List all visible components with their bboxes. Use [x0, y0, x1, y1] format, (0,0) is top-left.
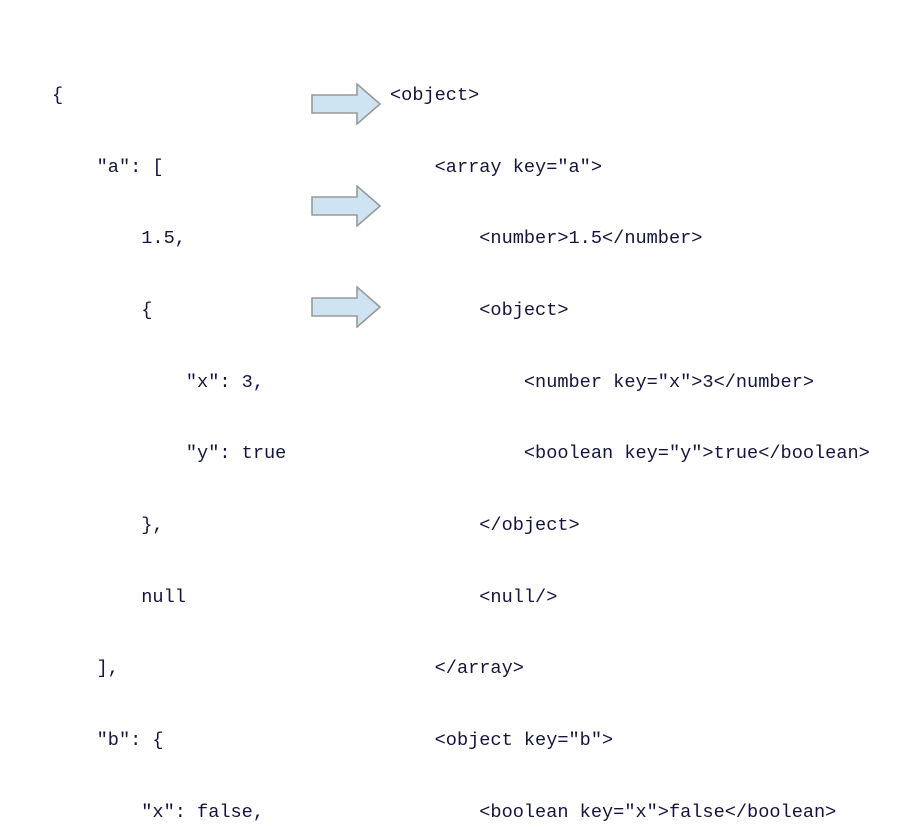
xml-line: <number key="x">3</number> [390, 371, 815, 393]
json-line: "a": [ [52, 156, 164, 178]
xml-line: <object> [390, 84, 480, 106]
xml-line: <object> [390, 299, 569, 321]
json-line: { [52, 299, 153, 321]
xml-line: <object key="b"> [390, 730, 614, 752]
xml-line: </object> [390, 515, 580, 537]
diagram-canvas: { "a": [ 1.5, { "x": 3, "y": true }, nul… [52, 83, 870, 823]
right-arrow-icon [311, 185, 381, 227]
xml-line: <number>1.5</number> [390, 228, 703, 250]
json-source-panel: { "a": [ 1.5, { "x": 3, "y": true }, nul… [52, 36, 286, 828]
xml-result-panel: <object> <array key="a"> <number>1.5</nu… [390, 36, 870, 828]
json-line: "y": true [52, 443, 287, 465]
json-line: null [52, 586, 186, 608]
right-arrow-icon [311, 286, 381, 328]
json-line: "x": 3, [52, 371, 265, 393]
json-line: 1.5, [52, 228, 186, 250]
right-arrow-icon [311, 83, 381, 125]
xml-line: </array> [390, 658, 524, 680]
xml-line: <null/> [390, 586, 558, 608]
xml-line: <array key="a"> [390, 156, 603, 178]
json-line: "x": false, [52, 801, 265, 823]
xml-line: <boolean key="y">true</boolean> [390, 443, 870, 465]
json-line: "b": { [52, 730, 164, 752]
json-line: }, [52, 515, 164, 537]
json-line: { [52, 84, 64, 106]
json-line: ], [52, 658, 119, 680]
xml-line: <boolean key="x">false</boolean> [390, 801, 837, 823]
